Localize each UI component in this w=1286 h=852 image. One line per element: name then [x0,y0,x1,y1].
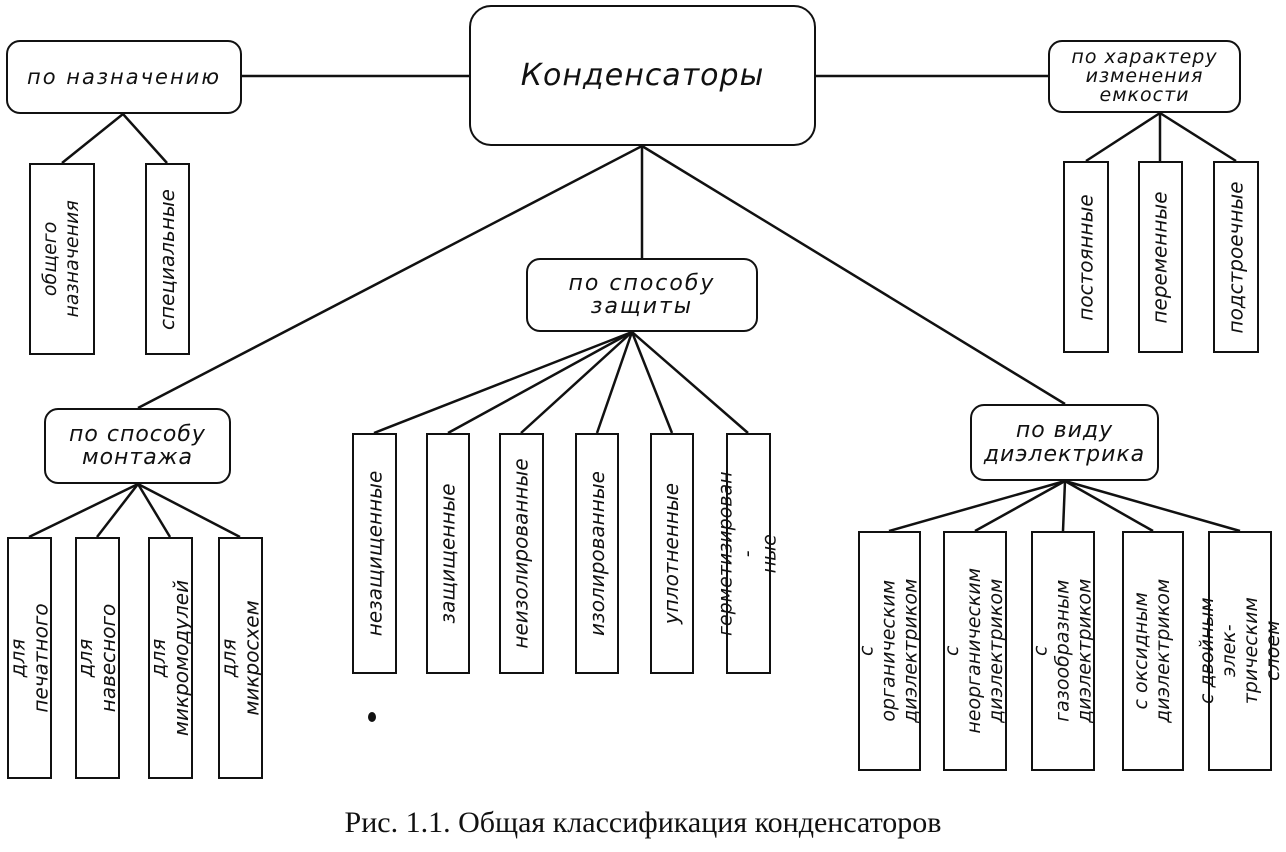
leaf-protection-uninsulated: неизолированные [499,433,544,674]
connector-purpose-general [61,113,124,164]
category-capacity-label: по характеру изменения емкости [1071,46,1218,106]
leaf-label: постоянные [1073,193,1098,321]
leaf-label: для печатного [5,603,53,713]
category-purpose: по назначению [6,40,242,114]
leaf-dielectric-oxide: с оксидным диэлектриком [1122,531,1184,771]
connector-protection-5 [630,331,674,434]
connector-dielectric-1 [888,479,1066,533]
leaf-label: неизолированные [509,458,534,649]
leaf-capacity-variable: переменные [1138,161,1183,353]
leaf-mounting-printed: для печатного [5,537,53,779]
leaf-label: уплотненные [659,482,684,625]
leaf-dielectric-inorganic: с неорганическим диэлектриком [941,531,1007,771]
figure-caption: Рис. 1.1. Общая классификация конденсато… [344,806,942,839]
connector-capacity-fixed [1085,111,1161,163]
connector-protection-4 [595,331,634,434]
connector-capacity-trimmer [1159,111,1237,163]
leaf-protection-protected: защищенные [426,433,470,674]
leaf-dielectric-organic: с органическим диэлектриком [855,531,922,771]
leaf-label: специальные [155,188,179,330]
connector-dielectric-3 [1061,480,1067,532]
root-node: Конденсаторы [469,5,816,146]
leaf-dielectric-gaseous: с газообразным диэлектриком [1029,531,1095,771]
connector-protection-1 [373,330,633,435]
connector-root-dielectric [641,144,1066,406]
connector-mounting-4 [137,482,241,539]
connector-dielectric-4 [1064,479,1154,533]
leaf-label: с оксидным диэлектриком [1130,578,1175,724]
category-protection-label: по способу защиты [568,270,716,319]
connector-mounting-2 [96,483,139,538]
leaf-label: общего назначения [39,200,84,318]
category-mounting-label: по способу монтажа [69,421,206,470]
category-dielectric: по виду диэлектрика [970,404,1159,481]
leaf-label: переменные [1148,190,1172,324]
leaf-purpose-general: общего назначения [29,163,95,355]
leaf-label: с двойным элек- трическим слоем [1195,597,1283,705]
scan-blot [368,712,376,722]
leaf-label: защищенные [435,483,460,624]
category-protection: по способу защиты [526,258,758,332]
leaf-label: с газообразным диэлектриком [1029,578,1095,724]
leaf-label: с неорганическим диэлектриком [941,568,1007,734]
root-label: Конденсаторы [520,58,765,93]
leaf-mounting-micromodules: для микромодулей [146,537,194,779]
leaf-label: герметизирован - ные [714,471,781,636]
leaf-label: подстроечные [1223,180,1248,334]
connector-protection-3 [520,331,633,434]
leaf-label: с органическим диэлектриком [855,578,922,724]
connector-protection-2 [447,330,633,435]
leaf-dielectric-double-layer: с двойным элек- трическим слоем [1195,531,1283,771]
leaf-label: незащищенные [362,470,386,637]
connector-mounting-1 [28,482,139,539]
category-purpose-label: по назначению [27,65,221,89]
leaf-label: изолированные [584,471,609,636]
leaf-label: для навесного [73,603,121,713]
leaf-capacity-fixed: постоянные [1063,161,1109,353]
category-dielectric-label: по виду диэлектрика [983,418,1146,467]
connector-mounting-3 [136,483,172,538]
leaf-protection-unprotected: незащищенные [352,433,397,674]
leaf-purpose-special: специальные [145,163,190,355]
category-capacity-change: по характеру изменения емкости [1048,40,1241,113]
leaf-mounting-hinged: для навесного [73,537,121,779]
connector-root-mounting [137,144,643,410]
connector-protection-6 [631,331,749,434]
leaf-protection-sealed: уплотненные [650,433,694,674]
leaf-label: для микросхем [216,600,264,716]
connector-dielectric-5 [1064,479,1241,533]
connector-purpose-special [122,113,168,164]
category-mounting: по способу монтажа [44,408,231,484]
leaf-mounting-microcircuits: для микросхем [216,537,264,779]
connector-dielectric-2 [974,479,1066,533]
leaf-capacity-trimmer: подстроечные [1213,161,1259,353]
leaf-protection-hermetic: герметизирован - ные [715,433,780,674]
leaf-label: для микромодулей [146,579,194,737]
leaf-protection-insulated: изолированные [575,433,619,674]
